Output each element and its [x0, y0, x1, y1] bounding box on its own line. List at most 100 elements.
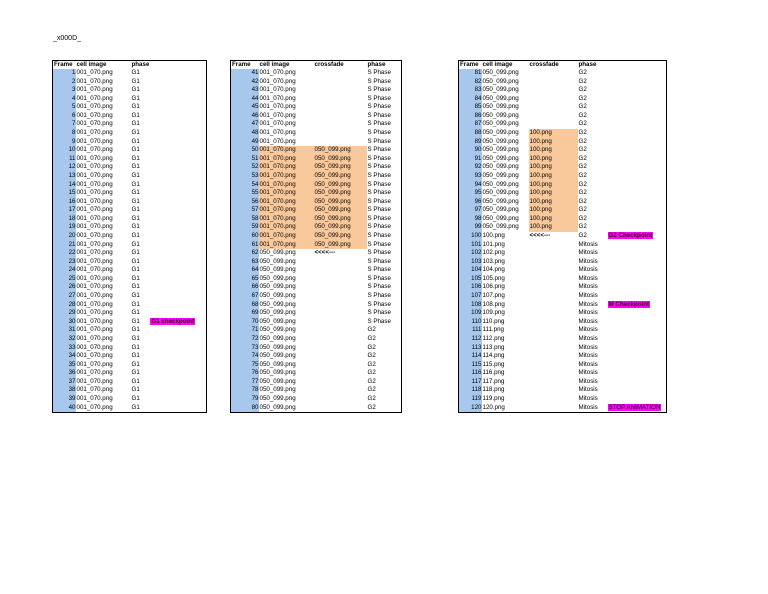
image-cell: 050_099.png — [482, 120, 519, 128]
crossfade-cell — [529, 386, 578, 395]
image-cell: 001_070.png — [76, 206, 113, 214]
crossfade-cell — [314, 386, 367, 395]
phase-cell: G2 — [367, 369, 376, 377]
image-cell: 050_099.png — [259, 334, 296, 342]
frame-cell: 98 — [458, 214, 482, 224]
image-cell: 050_099.png — [482, 94, 519, 102]
frame-cell: 15 — [52, 189, 76, 198]
image-cell: 107.png — [482, 292, 505, 300]
phase-cell: G1 — [131, 129, 140, 137]
frame-cell: 91 — [458, 154, 482, 164]
crossfade-cell — [529, 318, 578, 327]
crossfade-cell — [529, 309, 578, 318]
note-cell: STOP ANIMATION — [607, 403, 667, 413]
image-cell: 050_099.png — [482, 137, 519, 145]
frame-cell: 7 — [52, 120, 76, 130]
frame-cell: 62 — [230, 249, 259, 258]
image-cell: 050_099.png — [482, 223, 519, 231]
frame-cell: 4 — [52, 94, 76, 104]
note-cell — [149, 258, 206, 267]
note-cell — [149, 283, 206, 292]
crossfade-cell — [529, 292, 578, 301]
frame-cell: 107 — [458, 292, 482, 301]
phase-cell: S Phase — [367, 249, 391, 257]
note-cell — [149, 223, 206, 232]
image-cell: 050_099.png — [482, 111, 519, 119]
phase-cell: G1 — [131, 283, 140, 291]
phase-cell: G1 — [131, 94, 140, 102]
note-cell — [149, 181, 206, 190]
header-note — [607, 61, 667, 70]
crossfade-cell — [529, 120, 578, 129]
note-cell — [607, 69, 667, 78]
phase-cell: G1 — [131, 377, 140, 385]
crossfade-cell — [314, 283, 367, 292]
crossfade-cell — [314, 78, 367, 87]
phase-cell: Mitosis — [578, 377, 598, 385]
phase-cell: Mitosis — [578, 283, 598, 291]
frame-cell: 22 — [52, 249, 76, 258]
crossfade-cell: 100.png — [528, 180, 578, 190]
note-cell: G1 checkpoint — [149, 317, 206, 327]
note-cell — [149, 326, 206, 335]
image-cell: 050_099.png — [259, 369, 296, 377]
frame-cell: 115 — [458, 360, 482, 370]
frame-cell: 35 — [52, 360, 76, 370]
crossfade-cell: 100.png — [528, 189, 578, 198]
image-cell: 001_070.png — [76, 352, 113, 360]
image-cell: 001_070.png — [76, 189, 113, 197]
image-cell: 001_070.png — [76, 377, 113, 385]
crossfade-cell — [529, 361, 578, 370]
crossfade-cell: 050_099.png — [313, 206, 367, 215]
frame-cell: 106 — [458, 283, 482, 293]
phase-cell: G1 — [131, 111, 140, 119]
note-cell — [149, 309, 206, 318]
image-cell: 001_070.png — [76, 334, 113, 342]
note-cell — [149, 69, 206, 78]
phase-cell: G2 — [578, 94, 587, 102]
checkpoint-label: STOP ANIMATION — [607, 403, 662, 411]
header-row: Frame cell image crossfade phase — [459, 61, 667, 70]
note-cell — [149, 95, 206, 104]
phase-cell: Mitosis — [578, 249, 598, 257]
note-cell — [149, 361, 206, 370]
phase-cell: G2 — [578, 163, 587, 171]
note-cell — [149, 189, 206, 198]
frame-cell: 49 — [230, 137, 259, 147]
image-cell: 103.png — [482, 257, 505, 265]
image-cell: 001_070.png — [76, 214, 113, 222]
phase-cell: S Phase — [367, 197, 391, 205]
frame-cell: 96 — [458, 197, 482, 207]
frame-cell: 75 — [230, 360, 259, 370]
crossfade-cell — [529, 404, 578, 413]
image-cell: 050_099.png — [482, 69, 519, 76]
frame-cell: 68 — [230, 300, 259, 310]
note-cell — [607, 258, 667, 267]
frame-cell: 21 — [52, 240, 76, 250]
image-cell: 050_099.png — [259, 326, 296, 334]
image-cell: 001_070.png — [76, 197, 113, 205]
image-cell: 111.png — [482, 326, 504, 334]
note-cell — [607, 241, 667, 250]
phase-cell: G1 — [131, 386, 140, 394]
frame-cell: 16 — [52, 197, 76, 207]
frame-cell: 18 — [52, 214, 76, 224]
image-cell: 101.png — [482, 240, 505, 248]
